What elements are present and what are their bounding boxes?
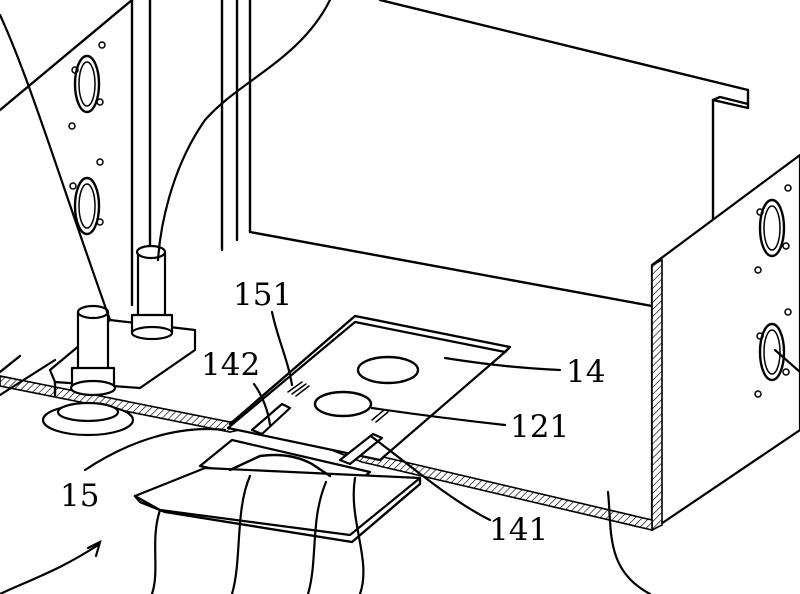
leader-line-right-wall-hole	[773, 348, 800, 374]
leader-line-142	[252, 382, 272, 427]
leader-line-15	[83, 427, 227, 472]
right-wall	[650, 153, 800, 532]
leader-line-top-left	[0, 13, 112, 322]
label-151: 151	[233, 277, 292, 313]
leader-line-bottom-4	[352, 476, 365, 594]
leader-line-bottom-arrow	[0, 543, 100, 594]
leader-line-14	[443, 356, 562, 372]
leader-line-151	[270, 310, 294, 387]
label-15: 15	[60, 478, 99, 514]
arrow-head	[86, 539, 102, 558]
leader-line-121	[370, 406, 507, 427]
mounting-plate-14	[226, 314, 512, 462]
clip-strips	[250, 381, 389, 466]
leader-line-left-wall	[0, 358, 57, 397]
leader-line-bottom-2	[230, 474, 252, 594]
leader-line-top-stud	[156, 0, 332, 262]
label-142: 142	[201, 347, 260, 383]
left-bracket-assembly	[41, 244, 197, 437]
leader-line-bottom-3	[306, 480, 328, 594]
leader-line-141	[370, 435, 492, 522]
left-wall-mount-holes	[68, 41, 106, 236]
label-141: 141	[489, 512, 548, 548]
leader-line-right	[606, 490, 652, 594]
label-121: 121	[510, 409, 569, 445]
leader-line-bottom-1	[150, 508, 162, 594]
sub-plate-15	[133, 438, 422, 544]
label-14: 14	[566, 354, 605, 390]
part-labels: 151 142 14 121 15 141	[60, 277, 605, 548]
back-wall	[220, 0, 750, 308]
left-wall	[0, 0, 152, 374]
